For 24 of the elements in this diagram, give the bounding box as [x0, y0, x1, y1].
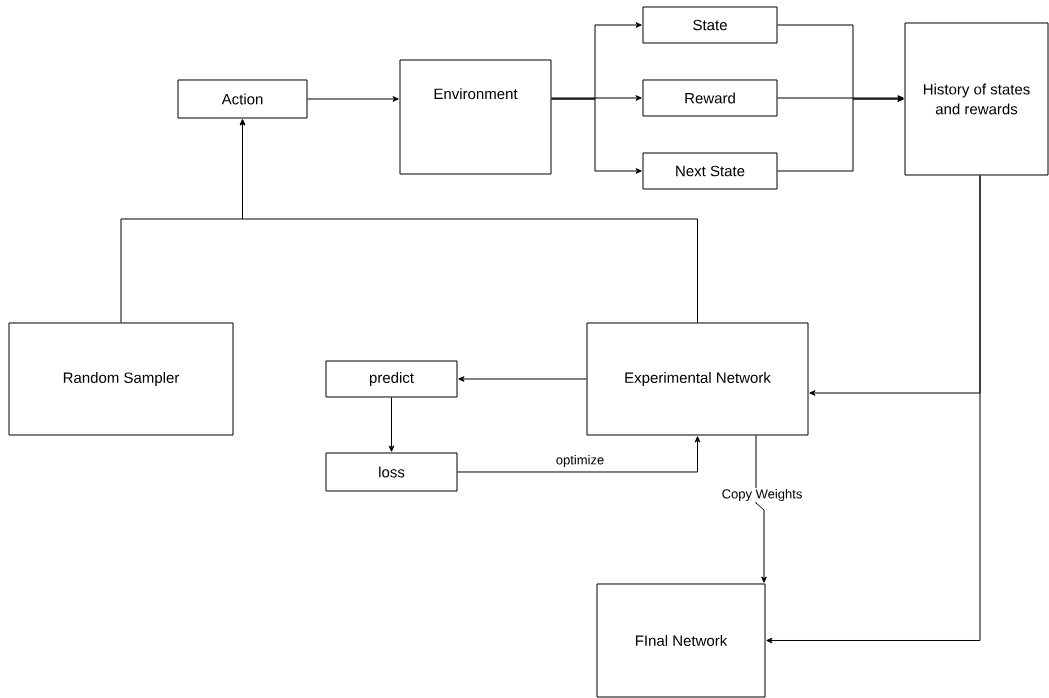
edge-label: Copy Weights — [720, 487, 804, 503]
process-box: Reward — [642, 79, 778, 117]
process-box: loss — [325, 452, 458, 492]
arrow — [458, 376, 587, 382]
process-box: predict — [325, 360, 458, 398]
arrow — [777, 96, 904, 172]
process-box: Environment — [399, 59, 552, 175]
arrow — [457, 436, 701, 473]
arrow — [551, 98, 642, 174]
arrow — [766, 175, 981, 644]
arrow — [239, 119, 698, 323]
process-box: FInal Network — [596, 583, 766, 698]
process-box: State — [642, 6, 778, 44]
arrow — [755, 435, 767, 583]
edge-label: optimize — [554, 453, 606, 469]
process-box: Random Sampler — [8, 322, 234, 436]
arrow — [388, 397, 395, 452]
arrow — [551, 95, 642, 101]
process-box: History of states and rewards — [904, 22, 1049, 176]
process-box: Experimental Network — [586, 322, 809, 436]
arrow — [777, 95, 904, 101]
process-box: Next State — [642, 152, 778, 190]
arrow — [307, 96, 399, 102]
process-box: Action — [177, 79, 308, 119]
